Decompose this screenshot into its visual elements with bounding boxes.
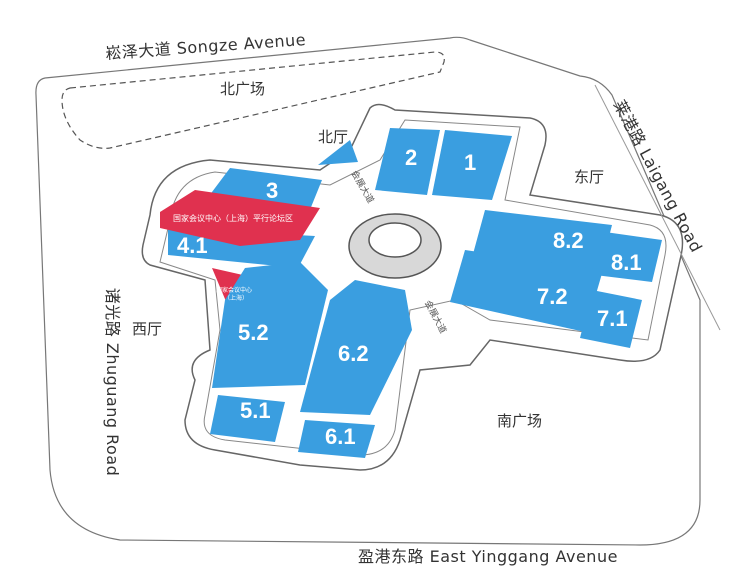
west-hall-label: 西厅 — [132, 320, 163, 338]
hall-1[interactable] — [432, 130, 512, 200]
road-label-south: 盈港东路 East Yinggang Avenue — [358, 547, 618, 566]
hall-2[interactable] — [375, 128, 440, 195]
north-plaza-outline — [61, 51, 445, 149]
hall-label-7-2: 7.2 — [537, 284, 568, 309]
hall-5-2[interactable] — [212, 262, 328, 388]
hall-label-1: 1 — [464, 150, 477, 175]
north-hall-label: 北厅 — [318, 128, 349, 146]
hall-label-4-1: 4.1 — [177, 233, 208, 258]
hall-label-6-2: 6.2 — [338, 341, 369, 366]
building-inner-outline — [159, 119, 667, 456]
ncc-label-1: 国家会议中心 — [216, 287, 253, 294]
hall-label-5-1: 5.1 — [240, 398, 271, 423]
north-plaza-label: 北广场 — [220, 80, 266, 98]
north-hall-shape[interactable] — [318, 140, 358, 165]
hall-label-5-2: 5.2 — [238, 320, 269, 345]
east-road-line — [594, 84, 721, 331]
hall-8-1[interactable] — [595, 232, 662, 282]
parallel-forum-label: 国家会议中心（上海）平行论坛区 — [173, 214, 293, 223]
parallel-forum-area[interactable] — [160, 190, 320, 246]
hall-label-3: 3 — [266, 178, 279, 203]
road-label-west: 诸光路 Zhuguang Road — [103, 287, 123, 477]
ncc-label-2: （上海） — [224, 295, 249, 302]
hall-label-7-1: 7.1 — [597, 306, 628, 331]
hall-label-8-1: 8.1 — [611, 250, 642, 275]
hall-6-1[interactable] — [298, 420, 375, 458]
south-plaza-label: 南广场 — [497, 412, 543, 430]
hall-7-2[interactable] — [450, 250, 603, 332]
hall-label-2: 2 — [405, 145, 418, 170]
hall-label-6-1: 6.1 — [325, 424, 356, 449]
east-hall-label: 东厅 — [574, 168, 605, 186]
hall-5-1[interactable] — [210, 395, 285, 442]
hall-7-1[interactable] — [580, 290, 642, 348]
hall-label-8-2: 8.2 — [553, 228, 584, 253]
center-ring-hole — [368, 222, 422, 258]
hall-6-2[interactable] — [300, 280, 412, 415]
